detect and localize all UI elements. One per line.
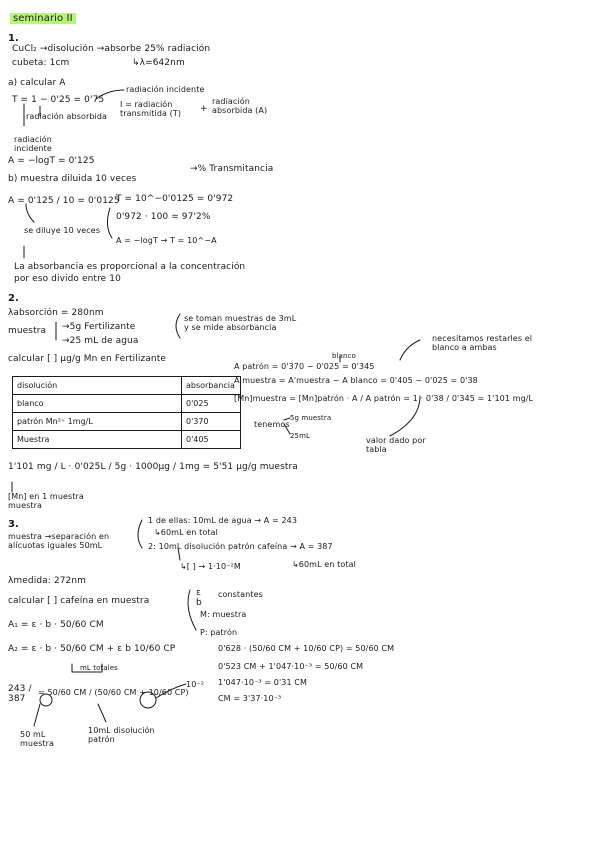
absorbance-table: disolución absorbancia blanco 0'025 patr… [12,376,241,449]
table-cell: Muestra [12,430,182,449]
p3-branch-2b: ↳[ ] → 1·10⁻²M [180,562,241,571]
p3-constantes: constantes [218,590,263,599]
p3-result-3: 1'047·10⁻³ = 0'31 CM [218,678,307,687]
p3-b: b [196,598,202,608]
p1-wavelength: ↳λ=642nm [132,58,185,68]
p3-epsilon: ε [196,588,201,598]
table-row: blanco 0'025 [12,394,241,413]
p3-a1: A₁ = ε · b · 50/60 CM [8,620,104,630]
p1-conclusion-1: La absorbancia es proporcional a la conc… [14,262,246,272]
p2-fert: →5g Fertilizante [62,322,136,332]
p1-a-eq: A = −logT = 0'125 [8,156,95,166]
p3-branch-1: 1 de ellas: 10mL de agua → A = 243 [148,516,298,525]
p3-lambda: λmedida: 272nm [8,576,87,586]
p1-plus: + [200,104,208,114]
p3-branch-1b: ↳60mL en total [154,528,218,537]
p1-diluye: se diluye 10 veces [24,226,101,235]
p1-transmitancia: →% Transmitancia [190,164,274,174]
table-cell: blanco [12,394,182,413]
p1-logt: A = −logT → T = 10^−A [116,236,217,245]
p3-p-label: P: patrón [200,628,238,637]
p3-a2: A₂ = ε · b · 50/60 CM + ε b 10/60 CP [8,644,176,654]
p2-amuestra: A muestra = A'muestra − A blanco = 0'405… [234,376,478,385]
p1-part-b: b) muestra diluida 10 veces [8,174,137,184]
p1-line2: cubeta: 1cm [12,58,70,68]
p2-tenemos-25: 25mL [290,432,311,440]
p3-result-1: 0'628 · (50/60 CM + 10/60 CP) = 50/60 CM [218,644,395,653]
p3-result-4: CM = 3'37·10⁻³ [218,694,282,703]
p3-ml-totales: mL totales [80,664,118,672]
p2-tenemos-5g: 5g muestra [290,414,332,422]
problem-2-number: 2. [8,293,19,304]
p3-ratio-rhs: = 50/60 CM / (50/60 CM + 10/60 CP) [38,688,189,697]
problem-1-number: 1. [8,33,19,44]
p2-final: 1'101 mg / L · 0'025L / 5g · 1000μg / 1m… [8,462,298,472]
table-header-disolucion: disolución [12,376,182,395]
p1-percent: 0'972 · 100 = 97'2% [116,212,211,222]
p2-agua: →25 mL de agua [62,336,139,346]
table-cell: patrón Mn²⁺ 1mg/L [12,412,182,431]
table-header-absorbancia: absorbancia [181,376,241,395]
p3-ratio-num: 243 / 387 [8,684,32,704]
p1-i-eq: I = radiación transmitida (T) [120,100,182,118]
p1-part-a: a) calcular A [8,78,66,88]
p1-conclusion-2: por eso divido entre 10 [14,274,121,284]
p2-mn-eq: [Mn]muestra = [Mn]patrón · A / A patrón … [234,394,534,403]
p1-rad-abs: radiación absorbida [26,112,108,121]
p2-calc: calcular [ ] μg/g Mn en Fertilizante [8,354,166,364]
p3-power: 10⁻² [186,680,205,689]
p2-mn-en: [Mn] en 1 muestra muestra [8,492,84,510]
p1-abs-label: radiación absorbida (A) [212,97,268,115]
p1-line1: CuCl₂ →disolución →absorbe 25% radiación [12,44,211,54]
p3-muestra: muestra →separación en alícuotas iguales… [8,532,110,550]
page-title: seminario II [10,13,76,24]
table-header-row: disolución absorbancia [12,376,241,395]
p2-muestra: muestra [8,326,47,336]
problem-3-number: 3. [8,519,19,530]
p2-blanco-label: blanco [332,352,356,360]
table-row: patrón Mn²⁺ 1mg/L 0'370 [12,412,241,431]
p2-apatron: A patrón = 0'370 − 0'025 = 0'345 [234,362,375,371]
p3-branch-2c: ↳60mL en total [292,560,356,569]
table-cell: 0'405 [181,430,241,449]
p2-lambda: λabsorción = 280nm [8,308,104,318]
p2-valor: valor dado por tabla [366,436,426,454]
p3-10ml: 10mL disolución patrón [88,726,155,744]
p3-m-label: M: muestra [200,610,247,619]
p3-calc: calcular [ ] cafeína en muestra [8,596,150,606]
p2-tenemos: tenemos [254,420,290,429]
table-cell: 0'025 [181,394,241,413]
p3-50ml: 50 mL muestra [20,730,54,748]
table-cell: 0'370 [181,412,241,431]
p2-necesitamos: necesitamos restarles el blanco a ambas [432,334,533,352]
p2-toman: se toman muestras de 3mL y se mide absor… [184,314,297,332]
p1-a-frac: A = 0'125 / 10 = 0'0125 [8,196,120,206]
p3-result-2: 0'523 CM + 1'047·10⁻³ = 50/60 CM [218,662,364,671]
table-row: Muestra 0'405 [12,430,241,449]
p1-rad-inc: radiación incidente [126,85,205,94]
p1-t-pow: T = 10^−0'0125 = 0'972 [116,194,234,204]
p3-branch-2: 2: 10mL disolución patrón cafeína → A = … [148,542,333,551]
p1-t-eq: T = 1 − 0'25 = 0'75 [12,95,105,105]
p1-rad-inc2: radiación incidente [14,135,52,153]
